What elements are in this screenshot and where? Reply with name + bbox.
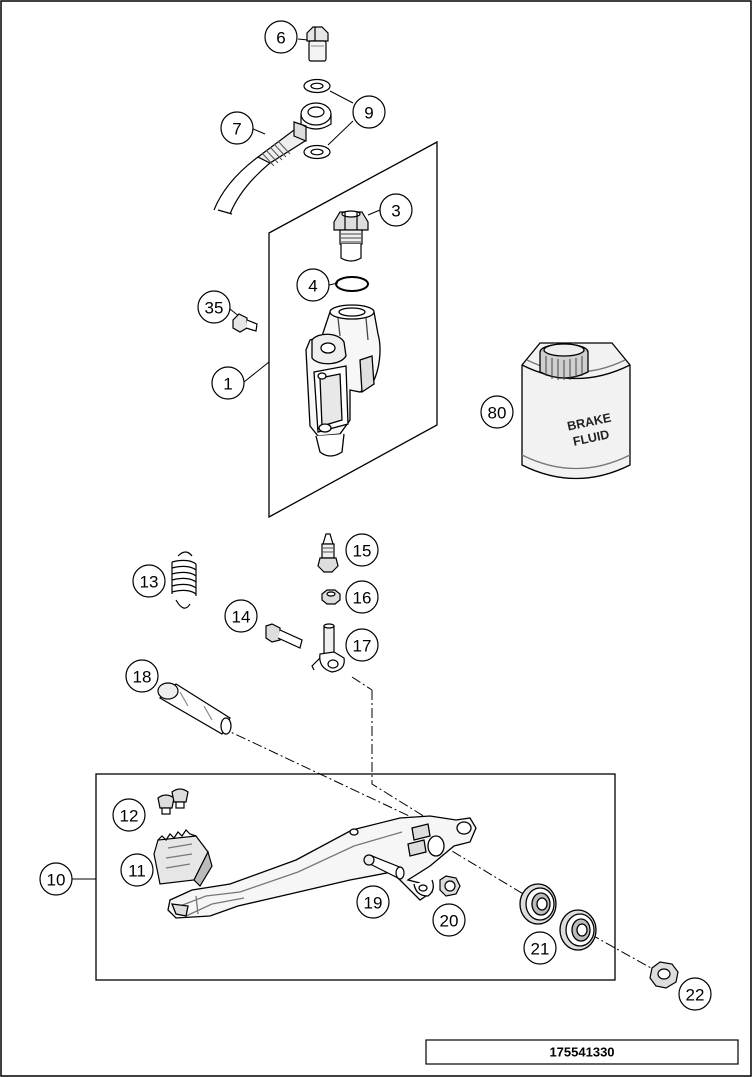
bleeder-valve-part <box>317 533 339 573</box>
callout-circle <box>120 853 154 887</box>
callout-number: 15 <box>353 542 372 561</box>
bushing-part <box>439 875 461 897</box>
callout-12: 12 <box>112 798 146 832</box>
callout-10: 10 <box>39 862 73 896</box>
master-cylinder-part <box>305 304 381 457</box>
document-number-box <box>425 1039 739 1065</box>
callout-number: 11 <box>128 862 146 881</box>
brake-lever-part <box>167 815 477 919</box>
callout-circle <box>352 95 386 129</box>
return-spring-part <box>171 551 197 609</box>
callout-circle <box>264 20 298 54</box>
bearing-parts <box>519 883 597 951</box>
callout-number: 16 <box>353 589 372 608</box>
callout-number: 9 <box>364 104 373 123</box>
callout-1: 1 <box>211 366 245 400</box>
brake-fluid-can-part <box>521 342 631 480</box>
callout-number: 13 <box>140 573 159 592</box>
callout-3: 3 <box>379 193 413 227</box>
callout-circle <box>39 862 73 896</box>
callout-number: 80 <box>488 404 507 423</box>
callout-number: 7 <box>232 120 241 139</box>
callout-21: 21 <box>523 931 557 965</box>
callout-circle <box>356 885 390 919</box>
callout-circle <box>125 659 159 693</box>
callout-number: 14 <box>232 608 251 627</box>
nut-part <box>321 589 341 605</box>
callout-number: 20 <box>440 912 459 931</box>
callout-circle <box>523 931 557 965</box>
callout-circle <box>296 268 330 302</box>
callout-22: 22 <box>678 977 712 1011</box>
callout-circle <box>345 628 379 662</box>
master-cylinder-group-frame <box>268 140 438 519</box>
callout-circle <box>220 111 254 145</box>
callout-35: 35 <box>197 290 231 324</box>
callout-number: 10 <box>47 871 66 890</box>
callout-circle <box>132 564 166 598</box>
callout-circle <box>480 395 514 429</box>
callout-9: 9 <box>352 95 386 129</box>
callout-13: 13 <box>132 564 166 598</box>
callout-number: 6 <box>276 29 285 48</box>
callout-circle <box>345 580 379 614</box>
callout-19: 19 <box>356 885 390 919</box>
callout-14: 14 <box>224 599 258 633</box>
flange-nut-part <box>649 961 679 989</box>
pin-part <box>363 854 405 880</box>
callout-number: 1 <box>223 375 232 394</box>
callout-number: 19 <box>364 894 383 913</box>
callout-number: 22 <box>686 986 705 1005</box>
callout-number: 4 <box>308 277 317 296</box>
callout-circle <box>678 977 712 1011</box>
step-screw-parts <box>157 788 189 815</box>
callout-20: 20 <box>432 903 466 937</box>
callout-circle <box>112 798 146 832</box>
callout-number: 35 <box>205 299 224 318</box>
clevis-part <box>311 623 345 673</box>
callout-number: 3 <box>391 202 400 221</box>
brake-hose-part <box>213 102 332 215</box>
callout-layer: 6 9 7 3 4 35 1 80 15 13 16 14 17 18 12 10 11 19 20 21 22 <box>39 20 712 1011</box>
callout-circle <box>224 599 258 633</box>
screw-part <box>232 313 258 333</box>
callout-7: 7 <box>220 111 254 145</box>
pivot-bolt-part <box>265 623 303 649</box>
callout-number: 18 <box>133 668 152 687</box>
callout-4: 4 <box>296 268 330 302</box>
copper-washer-parts <box>303 78 331 160</box>
pivot-shaft-part <box>157 682 232 735</box>
reservoir-cap-part <box>333 210 369 262</box>
leader-lines <box>62 38 381 880</box>
callout-11: 11 <box>120 853 154 887</box>
callout-80: 80 <box>480 395 514 429</box>
callout-15: 15 <box>345 533 379 567</box>
document-number: 175541330 <box>549 1045 614 1060</box>
banjo-bolt-part <box>306 26 329 62</box>
callout-circle <box>379 193 413 227</box>
callout-circle <box>345 533 379 567</box>
o-ring-part <box>335 276 369 292</box>
callout-number: 12 <box>120 807 139 826</box>
brake-lever-group-frame <box>95 773 616 981</box>
callout-circle <box>432 903 466 937</box>
callout-circle <box>211 366 245 400</box>
brake-step-plate-part <box>153 829 213 887</box>
callout-number: 21 <box>531 940 550 959</box>
callout-6: 6 <box>264 20 298 54</box>
callout-17: 17 <box>345 628 379 662</box>
callout-16: 16 <box>345 580 379 614</box>
callout-circle <box>197 290 231 324</box>
callout-number: 17 <box>353 637 372 656</box>
callout-18: 18 <box>125 659 159 693</box>
